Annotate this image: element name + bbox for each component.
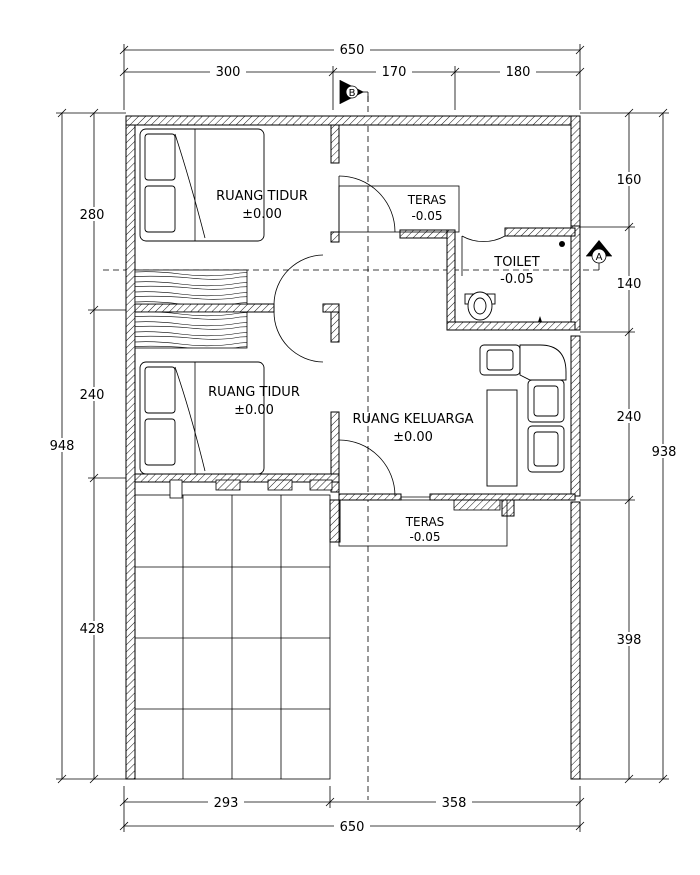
left-dimension-1: 280 (80, 208, 105, 223)
bedroom-1-level: ±0.00 (242, 207, 282, 222)
toilet-fixture (464, 241, 565, 322)
sofa-set (479, 344, 567, 487)
dimension-bottom: 293 358 650 (119, 786, 585, 835)
bed-1 (139, 128, 265, 242)
family-room-name: RUANG KELUARGA (352, 412, 473, 427)
section-marker-a: A (586, 240, 612, 270)
bed-2 (139, 361, 265, 475)
section-label-b: B (349, 88, 356, 99)
bottom-dimension-2: 358 (442, 796, 467, 811)
right-total-dimension: 938 (652, 445, 677, 460)
terrace-top-name: TERAS (407, 193, 447, 207)
section-label-a: A (596, 252, 603, 263)
top-total-dimension: 650 (340, 43, 365, 58)
dimension-top: 650 300 170 180 (119, 42, 585, 110)
room-label-toilet: TOILET -0.05 (493, 255, 539, 287)
room-label-bedroom-1: RUANG TIDUR ±0.00 (216, 189, 308, 222)
dimension-right: 160 140 240 398 938 (580, 108, 682, 784)
bedroom-2-name: RUANG TIDUR (208, 385, 300, 400)
left-dimension-3: 428 (80, 622, 105, 637)
right-dimension-1: 160 (617, 173, 642, 188)
walls (125, 115, 581, 780)
section-marker-b: B (339, 80, 369, 104)
top-dimension-3: 180 (506, 65, 531, 80)
doors (273, 175, 506, 498)
left-total-dimension: 948 (50, 439, 75, 454)
terrace-bottom-level: -0.05 (409, 530, 440, 544)
bedroom-1-name: RUANG TIDUR (216, 189, 308, 204)
toilet-name: TOILET (493, 255, 539, 270)
left-dimension-2: 240 (80, 388, 105, 403)
room-label-terrace-bottom: TERAS -0.05 (405, 515, 445, 544)
room-label-bedroom-2: RUANG TIDUR ±0.00 (208, 385, 300, 418)
right-dimension-3: 240 (617, 410, 642, 425)
family-room-level: ±0.00 (393, 430, 433, 445)
room-label-terrace-top: TERAS -0.05 (407, 193, 447, 223)
dimension-left: 280 240 428 948 (44, 108, 126, 784)
terrace-bottom-area (338, 499, 508, 547)
room-label-family-room: RUANG KELUARGA ±0.00 (352, 412, 473, 445)
top-dimension-2: 170 (382, 65, 407, 80)
right-dimension-4: 398 (617, 633, 642, 648)
right-dimension-2: 140 (617, 277, 642, 292)
bottom-dimension-1: 293 (214, 796, 239, 811)
bedroom-2-level: ±0.00 (234, 403, 274, 418)
wardrobe-2 (134, 311, 248, 349)
terrace-top-level: -0.05 (411, 209, 442, 223)
wardrobe-1 (134, 269, 248, 305)
terrace-bottom-name: TERAS (405, 515, 445, 529)
bottom-total-dimension: 650 (340, 820, 365, 835)
toilet-level: -0.05 (500, 272, 534, 287)
top-dimension-1: 300 (216, 65, 241, 80)
carport-paving (134, 494, 331, 780)
